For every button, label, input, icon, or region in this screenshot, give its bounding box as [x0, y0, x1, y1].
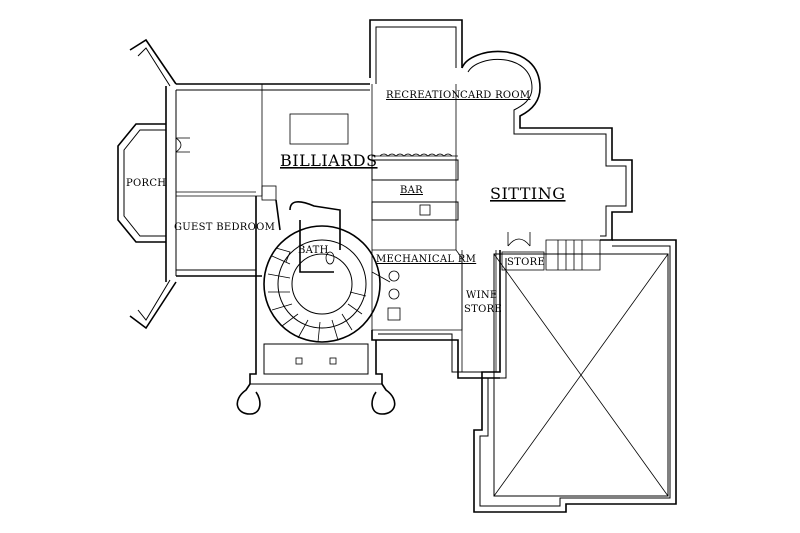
label-wine: WINE — [466, 290, 497, 301]
label-billiards: BILLIARDS — [280, 151, 378, 170]
label-card-room: CARD ROOM — [460, 90, 530, 101]
label-guest-bedroom: GUEST BEDROOM — [174, 222, 275, 233]
exterior-walls — [117, 19, 633, 379]
label-wine-store: STORE — [464, 304, 502, 315]
label-bath: BATH — [298, 245, 329, 256]
room-labels: RECREATION CARD ROOM BILLIARDS BAR SITTI… — [126, 90, 566, 315]
garage-block — [473, 239, 677, 513]
label-bar: BAR — [400, 185, 423, 196]
label-porch: PORCH — [126, 178, 166, 189]
spiral-stair — [255, 196, 381, 360]
terrace — [236, 340, 396, 415]
label-sitting: SITTING — [490, 184, 566, 203]
label-recreation: RECREATION — [386, 90, 461, 101]
label-mechanical-room: MECHANICAL RM — [376, 254, 476, 265]
label-store: STORE — [507, 257, 545, 268]
interior-walls — [175, 84, 601, 372]
